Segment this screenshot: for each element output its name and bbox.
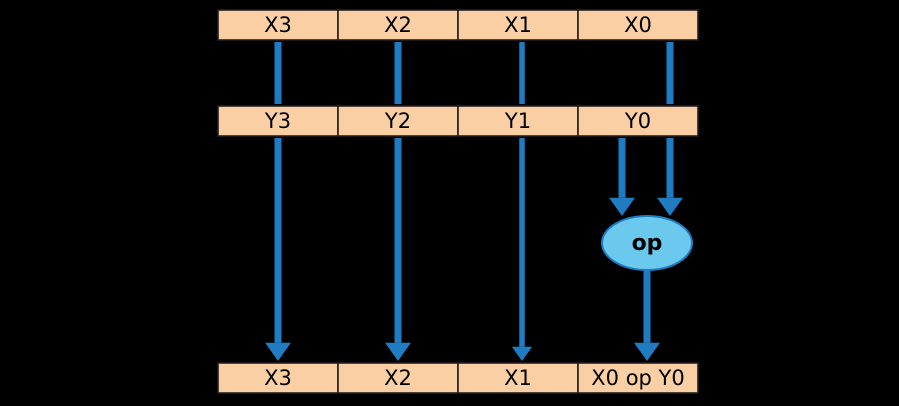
cell-box[interactable]: [217, 362, 339, 394]
cell-row-result-1[interactable]: X2: [337, 362, 459, 394]
cell-box[interactable]: [457, 362, 579, 394]
cell-label: X2: [384, 13, 412, 37]
cell-row-y-3[interactable]: Y0: [577, 105, 699, 137]
cell-label: Y2: [384, 109, 411, 133]
cell-label: X0: [624, 13, 652, 37]
cell-row-y-1[interactable]: Y2: [337, 105, 459, 137]
source-vector-y: Y3 Y2 Y1 Y0: [217, 105, 699, 137]
cell-box[interactable]: [337, 9, 459, 41]
cell-row-result-2[interactable]: X1: [457, 362, 579, 394]
cell-row-x-3[interactable]: X0: [577, 9, 699, 41]
cell-label: Y1: [504, 109, 531, 133]
operator-label: op: [632, 231, 663, 256]
operator-ellipse[interactable]: [601, 215, 693, 271]
cell-box[interactable]: [577, 362, 699, 394]
cell-row-x-0[interactable]: X3: [217, 9, 339, 41]
source-vector-x: X3 X2 X1 X0: [217, 9, 699, 41]
cell-box[interactable]: [457, 9, 579, 41]
cell-row-result-3[interactable]: X0 op Y0: [577, 362, 699, 394]
op-to-result-arrow-head: [634, 342, 660, 361]
cell-label: Y3: [264, 109, 291, 133]
operator-layer: op: [601, 215, 693, 271]
cell-label: X0 op Y0: [591, 366, 684, 390]
cell-box[interactable]: [577, 105, 699, 137]
y0-to-op-arrow: [609, 138, 635, 216]
result-vector: X3 X2 X1 X0 op Y0: [217, 362, 699, 394]
cell-label: X3: [264, 366, 292, 390]
cell-label: X3: [264, 13, 292, 37]
cell-label: X2: [384, 366, 412, 390]
cell-row-x-1[interactable]: X2: [337, 9, 459, 41]
y1-to-result-arrow-head: [511, 346, 533, 361]
y2-to-result-arrow-head: [385, 342, 411, 361]
operator-node[interactable]: op: [601, 215, 693, 271]
y2-to-result-arrow: [385, 138, 411, 361]
x0-carry-to-op-arrow: [657, 138, 683, 216]
cell-row-y-2[interactable]: Y1: [457, 105, 579, 137]
cell-label: Y0: [624, 109, 651, 133]
cell-label: X1: [504, 13, 532, 37]
y3-to-result-arrow-head: [265, 342, 291, 361]
connector-layer: [265, 42, 683, 361]
cell-row-result-0[interactable]: X3: [217, 362, 339, 394]
cell-label: X1: [504, 366, 532, 390]
y0-to-op-arrow-head: [609, 197, 635, 216]
cell-box[interactable]: [577, 9, 699, 41]
cell-row-y-0[interactable]: Y3: [217, 105, 339, 137]
x0-carry-to-op-arrow-head: [657, 197, 683, 216]
cell-box[interactable]: [337, 105, 459, 137]
y3-to-result-arrow: [265, 138, 291, 361]
cell-row-x-2[interactable]: X1: [457, 9, 579, 41]
cell-box[interactable]: [337, 362, 459, 394]
y1-to-result-arrow: [511, 138, 533, 361]
op-to-result-arrow: [634, 270, 660, 361]
